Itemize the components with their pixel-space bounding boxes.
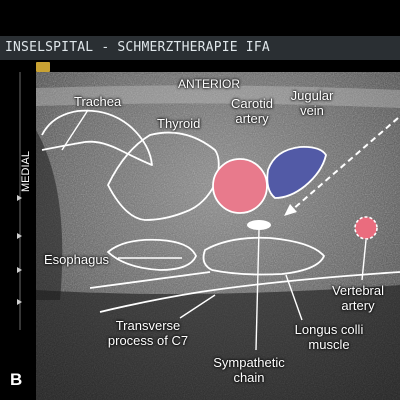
label-esophagus: Esophagus [44,252,110,267]
label-vertebral-line2: artery [341,298,375,313]
jugular-vein [266,146,327,199]
label-sympathetic-line1: Sympathetic [213,355,285,370]
trachea-shadow [36,130,63,300]
orientation-anterior: ANTERIOR [178,77,241,91]
label-vertebral-line1: Vertebral [331,283,385,298]
label-trachea: Trachea [74,94,122,109]
leader-vertebral [361,239,367,281]
leader-longus [285,274,303,321]
label-jugular-line2: vein [300,103,324,118]
header-title: INSELSPITAL - SCHMERZTHERAPIE IFA [5,40,270,55]
deep-shadow [36,285,400,400]
label-jugular-vein: Jugular vein [282,88,342,118]
header-bar [0,36,400,60]
label-thyroid: Thyroid [157,116,201,131]
leader-transverse [179,294,216,319]
depth-ticks [17,195,22,305]
trachea-outline [41,109,153,166]
sympathetic-chain [247,220,271,230]
leader-trachea [61,109,89,151]
carotid-artery [212,158,268,214]
vertebral-artery [354,216,378,240]
label-transverse-process: Transverse process of C7 [102,318,194,348]
label-vertebral-artery: Vertebral artery [326,283,390,313]
label-carotid-line1: Carotid [231,96,273,111]
label-transverse-line1: Transverse [115,318,181,333]
prevertebral-outline [89,271,211,289]
panel-label: B [10,370,23,389]
transverse-process-outline [99,271,400,313]
label-longus-line2: muscle [308,337,350,352]
esophagus-outline [107,238,197,271]
leader-sympathetic [255,229,260,351]
label-sympathetic-chain: Sympathetic chain [206,355,292,385]
superficial-layer [36,85,400,108]
label-longus-colli: Longus colli muscle [284,322,374,352]
label-jugular-line1: Jugular [290,88,334,103]
label-transverse-line2: process of C7 [107,333,189,348]
label-sympathetic-line2: chain [233,370,265,385]
needle-arrow-icon [284,204,297,216]
probe-indicator-icon [36,62,50,72]
orientation-medial: MEDIAL [20,151,32,192]
label-carotid-line2: artery [235,111,269,126]
label-carotid-artery: Carotid artery [222,96,282,126]
needle-path [291,117,399,211]
label-longus-line1: Longus colli [294,322,364,337]
